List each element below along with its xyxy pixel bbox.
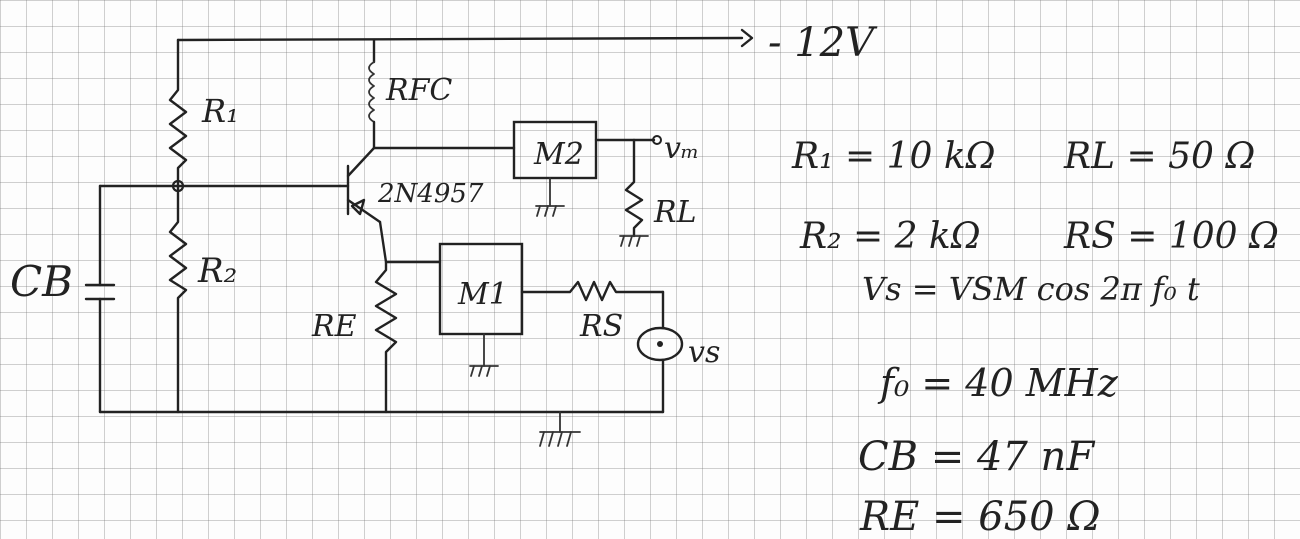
ground-symbol-main <box>539 411 581 447</box>
rfc-choke <box>368 38 376 150</box>
capacitor-cb <box>84 184 116 414</box>
m1-label: M1 <box>457 277 508 312</box>
r1-label: R₁ <box>201 92 239 130</box>
ground-symbol-m2 <box>535 177 565 217</box>
re-label: RE <box>311 309 357 344</box>
resistor-rl <box>619 138 649 247</box>
m1-network-box <box>438 242 524 336</box>
supply-rail <box>176 28 754 48</box>
spec-list: R₁ = 10 kΩ RL = 50 Ω R₂ = 2 kΩ RS = 100 … <box>791 136 1279 539</box>
resistor-re <box>374 260 398 414</box>
cb-label: CB <box>10 257 73 306</box>
ground-symbol-m1 <box>469 333 499 377</box>
spec-cb: CB = 47 nF <box>858 434 1095 480</box>
resistor-r1 <box>168 38 188 188</box>
resistor-rs <box>520 280 665 302</box>
rfc-label: RFC <box>385 73 452 108</box>
spec-r1: R₁ = 10 kΩ <box>791 136 996 177</box>
transistor-label: 2N4957 <box>377 179 484 209</box>
spec-rs: RS = 100 Ω <box>1063 216 1279 257</box>
spec-re: RE = 650 Ω <box>859 494 1101 539</box>
vm-label: vₘ <box>664 131 699 166</box>
spec-r2: R₂ = 2 kΩ <box>799 216 981 257</box>
m2-network-box <box>512 120 598 180</box>
m2-label: M2 <box>533 137 584 172</box>
resistor-r2 <box>168 184 188 414</box>
spec-vs: Vs = VSM cos 2π f₀ t <box>862 270 1200 308</box>
vs-label: vs <box>688 335 720 370</box>
spec-f0: f₀ = 40 MHz <box>877 361 1119 405</box>
rl-label: RL <box>653 195 697 230</box>
rs-label: RS <box>579 309 623 344</box>
spec-rl: RL = 50 Ω <box>1063 136 1255 177</box>
supply-label: - 12V <box>768 20 878 66</box>
output-terminal <box>652 135 662 145</box>
voltage-source-vs <box>636 290 684 414</box>
r2-label: R₂ <box>197 251 237 291</box>
